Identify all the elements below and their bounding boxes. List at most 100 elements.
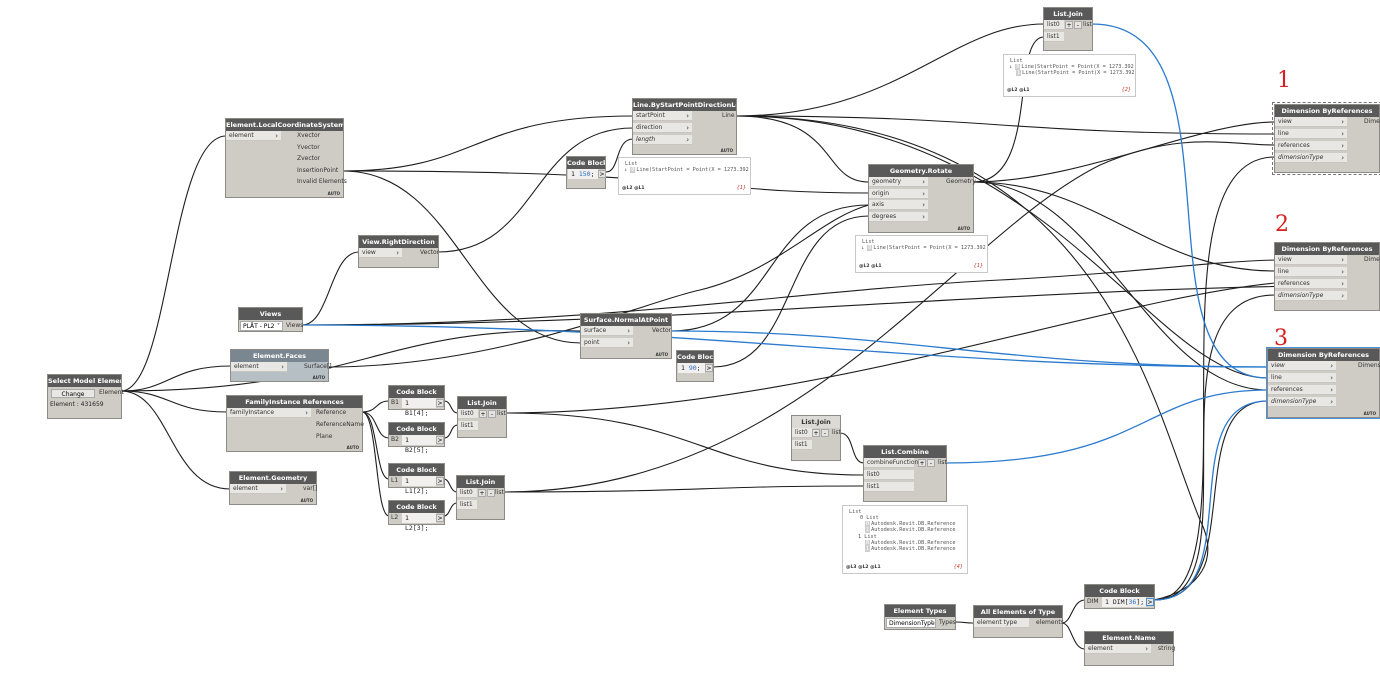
add-port-button[interactable]: + [1065, 21, 1073, 29]
change-button[interactable]: Change [51, 389, 95, 398]
add-port-button[interactable]: + [918, 459, 926, 467]
node-element-geometry[interactable]: Element.Geometry element› var[] AUTO [229, 471, 317, 505]
views-dropdown[interactable]: PLÅT - PL2˅ [240, 321, 283, 331]
in-port-familyinstance[interactable]: familyInstance› [227, 408, 311, 418]
remove-port-button[interactable]: - [821, 429, 829, 437]
remove-port-button[interactable]: - [927, 459, 935, 467]
in-port-combinefunction[interactable]: combineFunction [864, 458, 918, 468]
node-code-block-150[interactable]: Code Block 1 150; > [566, 156, 606, 189]
in-port-list1[interactable]: list1 [864, 482, 914, 492]
out-port-invalid-elements[interactable]: Invalid Elements [297, 178, 347, 185]
out-port-element[interactable]: Element [99, 389, 124, 396]
out-port-list[interactable]: list [497, 410, 506, 417]
node-select-model-element[interactable]: Select Model Element Change Element Elem… [47, 374, 124, 419]
out-port-list[interactable]: list [495, 489, 504, 496]
in-port-point[interactable]: point› [581, 338, 633, 348]
out-port-dimension[interactable]: Dimen [1364, 118, 1380, 125]
remove-port-button[interactable]: - [488, 410, 496, 418]
in-port-dimensiontype[interactable]: dimensionType› [1268, 397, 1336, 407]
node-code-block-dim[interactable]: Code Block DIM 1 DIM[36]; > [1084, 584, 1155, 609]
in-port-view[interactable]: view› [1268, 361, 1336, 371]
output-arrow-icon[interactable]: > [436, 436, 444, 444]
in-port-direction[interactable]: direction› [633, 123, 692, 133]
code-editor[interactable]: 1 L1[2]; [402, 476, 436, 495]
node-list-join-top[interactable]: List.Join list0 + - list list1 [1043, 7, 1093, 51]
in-port-element[interactable]: element› [1085, 644, 1151, 654]
element-types-dropdown[interactable]: DimensionType˅ [886, 618, 936, 628]
in-port-axis[interactable]: axis› [869, 200, 928, 210]
add-port-button[interactable]: + [478, 489, 486, 497]
node-code-block-b1[interactable]: Code Block B1 1 B1[4]; > [388, 385, 445, 417]
in-port-line[interactable]: line› [1275, 267, 1347, 277]
out-port-dimension[interactable]: Dimensi [1358, 362, 1380, 369]
out-port-list[interactable]: list [832, 429, 841, 436]
in-port-view[interactable]: view› [359, 248, 402, 258]
node-geometry-rotate[interactable]: Geometry.Rotate geometry› origin› axis› … [868, 164, 976, 233]
in-port-dimensiontype[interactable]: dimensionType› [1275, 291, 1347, 301]
out-port-var[interactable]: var[] [303, 485, 318, 492]
node-surface-normal-at-point[interactable]: Surface.NormalAtPoint surface› point› Ve… [580, 313, 672, 359]
in-port-view[interactable]: view› [1275, 255, 1347, 265]
node-list-join-mid[interactable]: List.Join list0 + - list list1 [791, 415, 841, 461]
node-code-block-l1[interactable]: Code Block L1 1 L1[2]; > [388, 463, 445, 495]
in-port-list1[interactable]: list1 [458, 421, 478, 431]
remove-port-button[interactable]: - [1074, 21, 1082, 29]
out-port-surfaces[interactable]: Surface[] [304, 363, 332, 370]
node-element-name[interactable]: Element.Name element› string [1084, 631, 1176, 666]
node-code-block-l2[interactable]: Code Block L2 1 L2[3]; > [388, 500, 445, 532]
in-port-startpoint[interactable]: startPoint› [633, 111, 692, 121]
add-port-button[interactable]: + [479, 410, 487, 418]
node-views[interactable]: Views PLÅT - PL2˅ Views [238, 307, 303, 332]
node-local-coordinate-system[interactable]: Element.LocalCoordinateSystem element› X… [225, 118, 347, 198]
remove-port-button[interactable]: - [487, 489, 495, 497]
node-code-block-90[interactable]: Code Block 1 90; > [676, 350, 714, 382]
out-port-vector[interactable]: Vector [652, 327, 672, 334]
in-port-list0[interactable]: list0 [1044, 20, 1064, 30]
in-port-references[interactable]: references› [1268, 385, 1336, 395]
node-list-join-2[interactable]: List.Join list0 + - list list1 [456, 475, 505, 520]
node-element-faces[interactable]: Element.Faces element› Surface[] AUTO [230, 349, 332, 382]
in-port-element[interactable]: element› [230, 484, 286, 494]
in-port-geometry[interactable]: geometry› [869, 177, 928, 187]
node-dimension-by-references-2[interactable]: Dimension ByReferences view› line› refer… [1274, 242, 1380, 311]
code-editor[interactable]: 1 L2[3]; [402, 513, 436, 532]
output-arrow-icon[interactable]: > [1146, 598, 1154, 606]
code-editor[interactable]: 1 B2[5]; [402, 435, 436, 454]
out-port-geometry[interactable]: Geometry [946, 178, 976, 185]
node-dimension-by-references-1[interactable]: Dimension ByReferences view› line› refer… [1272, 102, 1380, 175]
in-port-list1[interactable]: list1 [792, 440, 812, 450]
node-view-right-direction[interactable]: View.RightDirection view› Vector [358, 235, 439, 268]
out-port-string[interactable]: string [1158, 645, 1176, 652]
in-port-line[interactable]: line› [1268, 373, 1336, 383]
in-port-list0[interactable]: list0 [457, 488, 477, 498]
input-var[interactable]: L2 [391, 514, 399, 521]
in-port-element[interactable]: element› [226, 131, 281, 141]
in-port-dimensiontype[interactable]: dimensionType› [1275, 153, 1347, 163]
in-port-surface[interactable]: surface› [581, 326, 633, 336]
in-port-list0[interactable]: list0 [792, 428, 812, 438]
out-port-reference[interactable]: Reference [316, 409, 347, 416]
in-port-element-type[interactable]: element type [974, 618, 1029, 628]
output-arrow-icon[interactable]: > [436, 477, 444, 485]
node-list-join-1[interactable]: List.Join list0 + - list list1 [457, 396, 507, 438]
in-port-length[interactable]: length› [633, 135, 692, 145]
code-editor[interactable]: 1 150; [568, 169, 598, 179]
out-port-zvector[interactable]: Zvector [297, 155, 321, 162]
node-line-by-start-point[interactable]: Line.ByStartPointDirectionLength startPo… [632, 98, 737, 155]
in-port-line[interactable]: line› [1275, 129, 1347, 139]
input-var[interactable]: B1 [391, 399, 399, 406]
node-code-block-b2[interactable]: Code Block B2 1 B2[5]; > [388, 422, 445, 454]
out-port-plane[interactable]: Plane [316, 433, 333, 440]
input-var[interactable]: DIM [1087, 598, 1099, 605]
in-port-list1[interactable]: list1 [457, 500, 477, 510]
in-port-view[interactable]: view› [1275, 117, 1347, 127]
out-port-dimension[interactable]: Dimen [1364, 256, 1380, 263]
out-port-referencename[interactable]: ReferenceName [316, 421, 364, 428]
in-port-list0[interactable]: list0 [864, 470, 914, 480]
out-port-insertionpoint[interactable]: InsertionPoint [297, 167, 339, 174]
output-arrow-icon[interactable]: > [598, 170, 606, 178]
node-list-combine[interactable]: List.Combine combineFunction + - list li… [863, 445, 947, 502]
in-port-references[interactable]: references› [1275, 141, 1347, 151]
in-port-degrees[interactable]: degrees› [869, 212, 928, 222]
out-port-line[interactable]: Line [722, 112, 735, 119]
